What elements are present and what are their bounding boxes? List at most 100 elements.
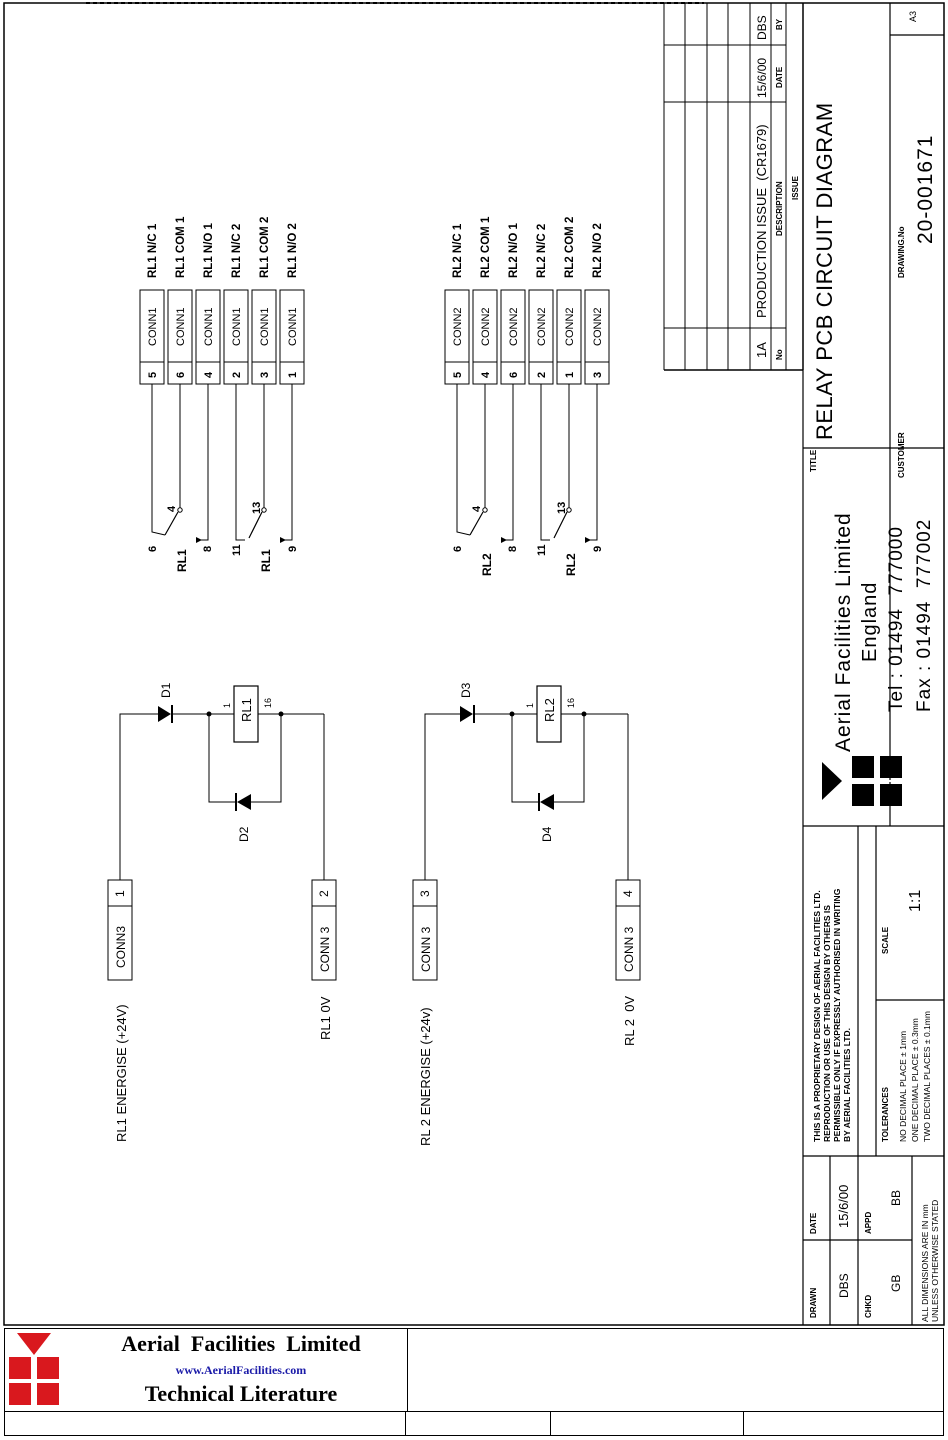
conn2-signal-label: RL2 N/C 2	[536, 224, 548, 278]
conn1-pin-number: 4	[203, 371, 215, 378]
conn2-signal-label: RL2 N/O 2	[592, 223, 604, 278]
conn3-pin-1-block: 1 CONN3	[107, 879, 133, 981]
svg-text:BY AERIAL FACILITIES LTD.: BY AERIAL FACILITIES LTD.	[842, 1028, 852, 1142]
rl1-coil-circuit	[119, 685, 325, 880]
rl2-coil-pin-16: 16	[566, 698, 576, 708]
revision-description-header: DESCRIPTION	[775, 181, 784, 236]
conn2-pin-number: 4	[480, 371, 492, 378]
d4-diode	[540, 794, 554, 810]
drawing-no: 20-001671	[914, 135, 937, 244]
conn2-pin-number: 1	[564, 372, 576, 378]
rl1-switch-1	[164, 507, 202, 543]
rl1-pin-6: 6	[147, 546, 159, 552]
footer-divider-1	[405, 1412, 406, 1435]
sheet-size: A3	[908, 11, 918, 22]
d2-label: D2	[237, 826, 251, 842]
rl1-coil-label: RL1	[239, 698, 254, 722]
revision-date-value: 15/6/00	[755, 58, 769, 98]
rl2-pin-4: 4	[471, 505, 483, 512]
conn2-name: CONN2	[592, 307, 604, 346]
net-rl1-0v: RL1 0V	[318, 996, 333, 1040]
rl2-pin-11: 11	[536, 544, 548, 556]
revision-table	[663, 3, 804, 371]
scale-value: 1:1	[907, 890, 924, 912]
rl1-switch-2	[248, 507, 286, 543]
conn1-signal-label: RL1 N/O 1	[203, 222, 215, 278]
company-name: Aerial Facilities Limited	[832, 512, 855, 752]
revision-by-value: DBS	[755, 15, 769, 40]
conn2-pin-number: 3	[592, 372, 604, 378]
revision-description-value: PRODUCTION ISSUE (CR1679)	[754, 124, 769, 318]
conn2-signal-label: RL2 N/O 1	[508, 222, 520, 278]
svg-text:REPRODUCTION OR USE OF THIS DE: REPRODUCTION OR USE OF THIS DESIGN BY OT…	[822, 905, 832, 1142]
conn3-pin-3: 3	[418, 890, 432, 897]
rl1-pin-9: 9	[287, 546, 299, 552]
d4-label: D4	[540, 826, 554, 842]
revision-no-value: 1A	[754, 342, 769, 358]
dimensions-note-2: UNLESS OTHERWISE STATED	[930, 1200, 940, 1322]
conn2-name: CONN2	[564, 307, 576, 346]
net-rl1-energise: RL1 ENERGISE (+24V)	[114, 1004, 129, 1142]
rl2-pin-8: 8	[507, 546, 519, 552]
revision-issue-header: ISSUE	[791, 175, 800, 200]
conn3-pin-3-block: 3 CONN 3	[412, 879, 438, 981]
svg-text:TWO DECIMAL PLACES ± 0.1mm: TWO DECIMAL PLACES ± 0.1mm	[922, 1011, 932, 1142]
title-logo	[822, 756, 906, 806]
conn1-pin-number: 5	[147, 372, 159, 378]
conn1-name: CONN1	[175, 307, 187, 346]
rl1-coil-box	[233, 685, 259, 743]
svg-text:NO DECIMAL PLACE ± 1mm: NO DECIMAL PLACE ± 1mm	[898, 1031, 908, 1142]
conn1-name: CONN1	[259, 307, 271, 346]
rl2-pin-13: 13	[556, 502, 568, 514]
rl2-pin-9: 9	[592, 546, 604, 552]
company-fax: Fax : 01494 777002	[914, 519, 935, 712]
svg-text:PERMISSIBLE ONLY IF EXPRESSLY: PERMISSIBLE ONLY IF EXPRESSLY AUTHORISED…	[832, 888, 842, 1142]
conn2-signal-label: RL2 COM 1	[480, 216, 492, 278]
conn2-pin-number: 5	[452, 372, 464, 378]
rl2-wires	[456, 384, 598, 541]
appd-label: APPD	[864, 1212, 873, 1234]
drawing-no-label: DRAWING.No	[897, 226, 906, 278]
conn1-signal-label: RL1 COM 2	[259, 217, 271, 278]
svg-text:THIS IS A PROPRIETARY DESIGN O: THIS IS A PROPRIETARY DESIGN OF AERIAL F…	[812, 890, 822, 1142]
conn2-pin-6: 3 CONN2 RL2 N/O 2	[584, 223, 610, 385]
rl2-coil-label: RL2	[542, 698, 557, 722]
rl2-switch-2	[553, 507, 591, 543]
rl1-pin-4: 4	[166, 505, 178, 512]
chkd-label: CHKD	[864, 1295, 873, 1318]
footer-website-link[interactable]: www.AerialFacilities.com	[175, 1363, 307, 1377]
conn3-name-3: CONN 3	[419, 926, 433, 972]
conn3-pin-4: 4	[621, 890, 635, 897]
footer-divider-3	[743, 1412, 744, 1435]
conn2-name: CONN2	[480, 307, 492, 346]
conn3-name-1: CONN3	[114, 926, 128, 968]
rl2-coil-circuit	[424, 685, 629, 880]
rl2-contact-label-2: RL2	[564, 553, 578, 576]
revision-no-header: No	[775, 349, 784, 360]
drawn-label: DRAWN	[809, 1288, 818, 1318]
conn2-name: CONN2	[508, 307, 520, 346]
revision-date-header: DATE	[775, 66, 784, 88]
conn3-name-2: CONN 3	[318, 926, 332, 972]
dimensions-note-1: ALL DIMENSIONS ARE IN mm	[920, 1204, 930, 1322]
d3-diode	[460, 706, 473, 722]
conn3-name-4: CONN 3	[622, 926, 636, 972]
footer-bottom-row	[5, 1411, 943, 1435]
rl1-contact-label-1: RL1	[175, 549, 189, 572]
conn2-name: CONN2	[452, 307, 464, 346]
conn1-pin-number: 6	[175, 372, 187, 378]
scale-label: SCALE	[881, 926, 890, 954]
conn1-name: CONN1	[287, 307, 299, 346]
conn3-pin-4-block: 4 CONN 3	[615, 879, 641, 981]
rl1-pin-8: 8	[202, 546, 214, 552]
footer-blank-cell	[407, 1329, 943, 1411]
